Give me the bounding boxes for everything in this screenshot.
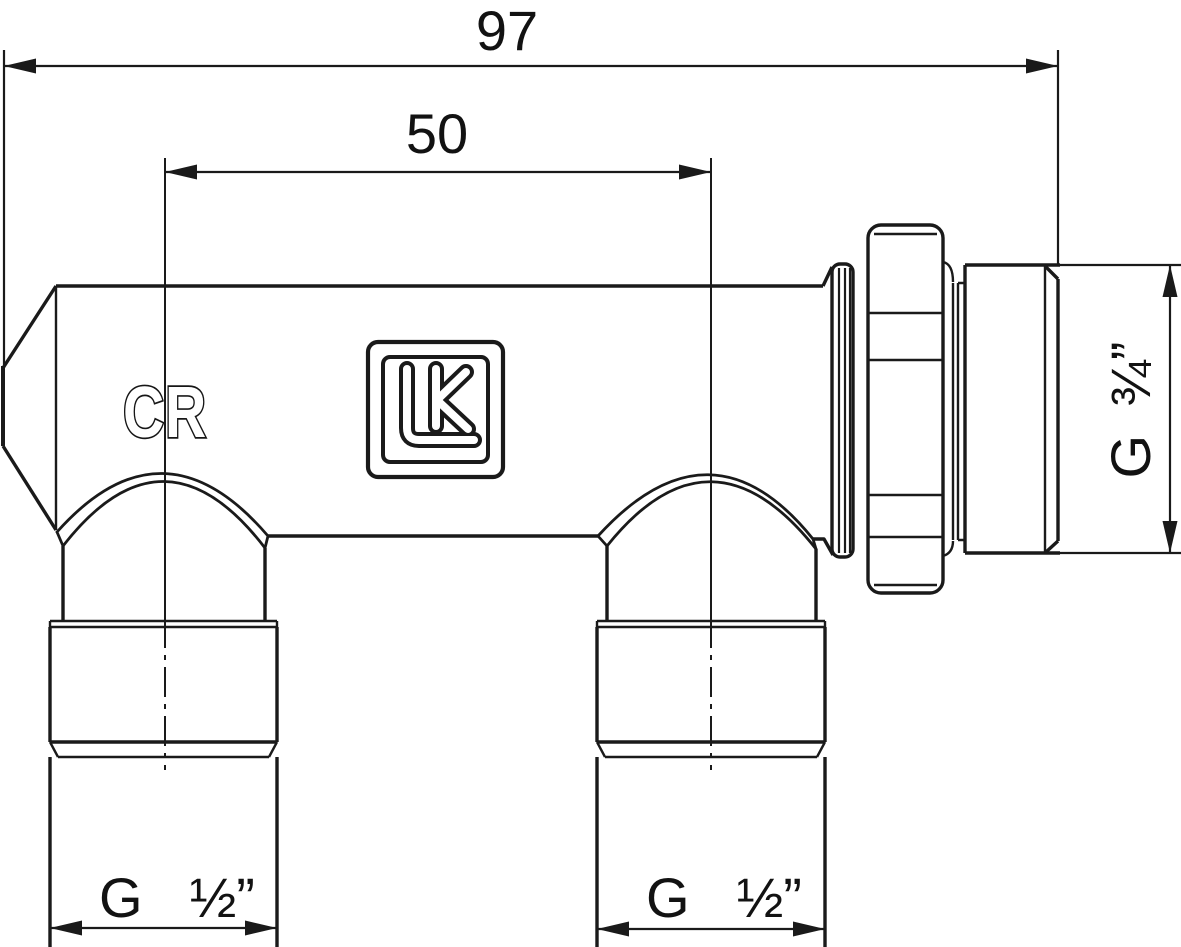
arrowhead-left	[4, 58, 36, 74]
dimension-value-50: 50	[406, 102, 468, 165]
flange-face-lines	[837, 268, 852, 553]
washer-neck	[942, 260, 965, 558]
extension-lines	[1060, 263, 1181, 555]
right-port-label: G ¾”	[1099, 342, 1162, 479]
right-port-edges	[965, 263, 1060, 555]
left-arch-end-tick	[263, 534, 270, 550]
left-arch-outer	[55, 472, 270, 538]
union-flange	[830, 262, 855, 559]
port-label-prefix: G	[99, 866, 143, 929]
port-spacing-dimension: 50	[165, 102, 711, 180]
washer-shoulders	[942, 260, 955, 558]
middle-arch-fillet	[596, 473, 818, 551]
lk-logo-outer-frame	[365, 339, 506, 480]
centerlines	[164, 158, 712, 770]
port-label-size: ½”	[737, 866, 802, 929]
body-bottom-edge-right	[813, 537, 835, 556]
arrowhead-right	[245, 920, 277, 936]
left-lip	[48, 619, 279, 629]
arrowhead-right	[793, 921, 825, 937]
flange-disc	[830, 262, 855, 559]
hex-union-nut	[866, 223, 945, 595]
arrowhead-left	[50, 920, 82, 936]
lk-logo: LK	[365, 339, 506, 480]
left-tail-pipe	[48, 757, 279, 947]
washer-edges	[951, 283, 960, 540]
arrowhead-left	[165, 164, 197, 180]
middle-arch-outer	[596, 473, 815, 541]
cone-bottom-chamfer	[1, 445, 58, 531]
middle-port-label: G ½”	[646, 866, 802, 929]
port-label-prefix: G	[646, 866, 690, 929]
left-collar-chamfer	[48, 741, 279, 759]
arrowhead-bottom	[1162, 521, 1178, 553]
nut-cap-lines	[874, 232, 937, 587]
middle-arch-end-tick	[596, 534, 609, 548]
nut-facet-lines	[869, 311, 942, 539]
nut-outline	[866, 223, 945, 595]
cone-top-chamfer	[1, 285, 58, 369]
arrowhead-left	[597, 921, 629, 937]
left-port-label: G ½”	[99, 866, 255, 929]
dimension-value-97: 97	[476, 0, 538, 62]
middle-port-size-dimension: G ½”	[597, 866, 825, 937]
overall-length-dimension: 97	[2, 0, 1060, 368]
port-label-size: ¾”	[1099, 342, 1162, 407]
lk-logo-letters	[399, 361, 482, 448]
body-outline	[1, 266, 835, 556]
left-port-size-dimension: G ½”	[50, 866, 277, 936]
left-port-outline	[48, 546, 279, 947]
right-port-size-dimension: G ¾”	[1060, 263, 1181, 555]
port-label-size: ½”	[190, 866, 255, 929]
right-port-corner-chamfers	[1043, 264, 1060, 554]
left-arch-end-tick	[55, 530, 65, 548]
arrowhead-right	[679, 164, 711, 180]
lk-logo-inner-frame	[381, 355, 490, 464]
arrowhead-right	[1026, 58, 1058, 74]
middle-arch-end-tick	[811, 537, 818, 551]
port-label-prefix: G	[1099, 435, 1162, 479]
middle-tail-pipe	[595, 757, 827, 947]
right-thread-port-outline	[963, 263, 1060, 555]
arrowhead-top	[1162, 265, 1178, 297]
left-arch-fillet	[55, 472, 270, 550]
left-collar	[48, 627, 279, 744]
